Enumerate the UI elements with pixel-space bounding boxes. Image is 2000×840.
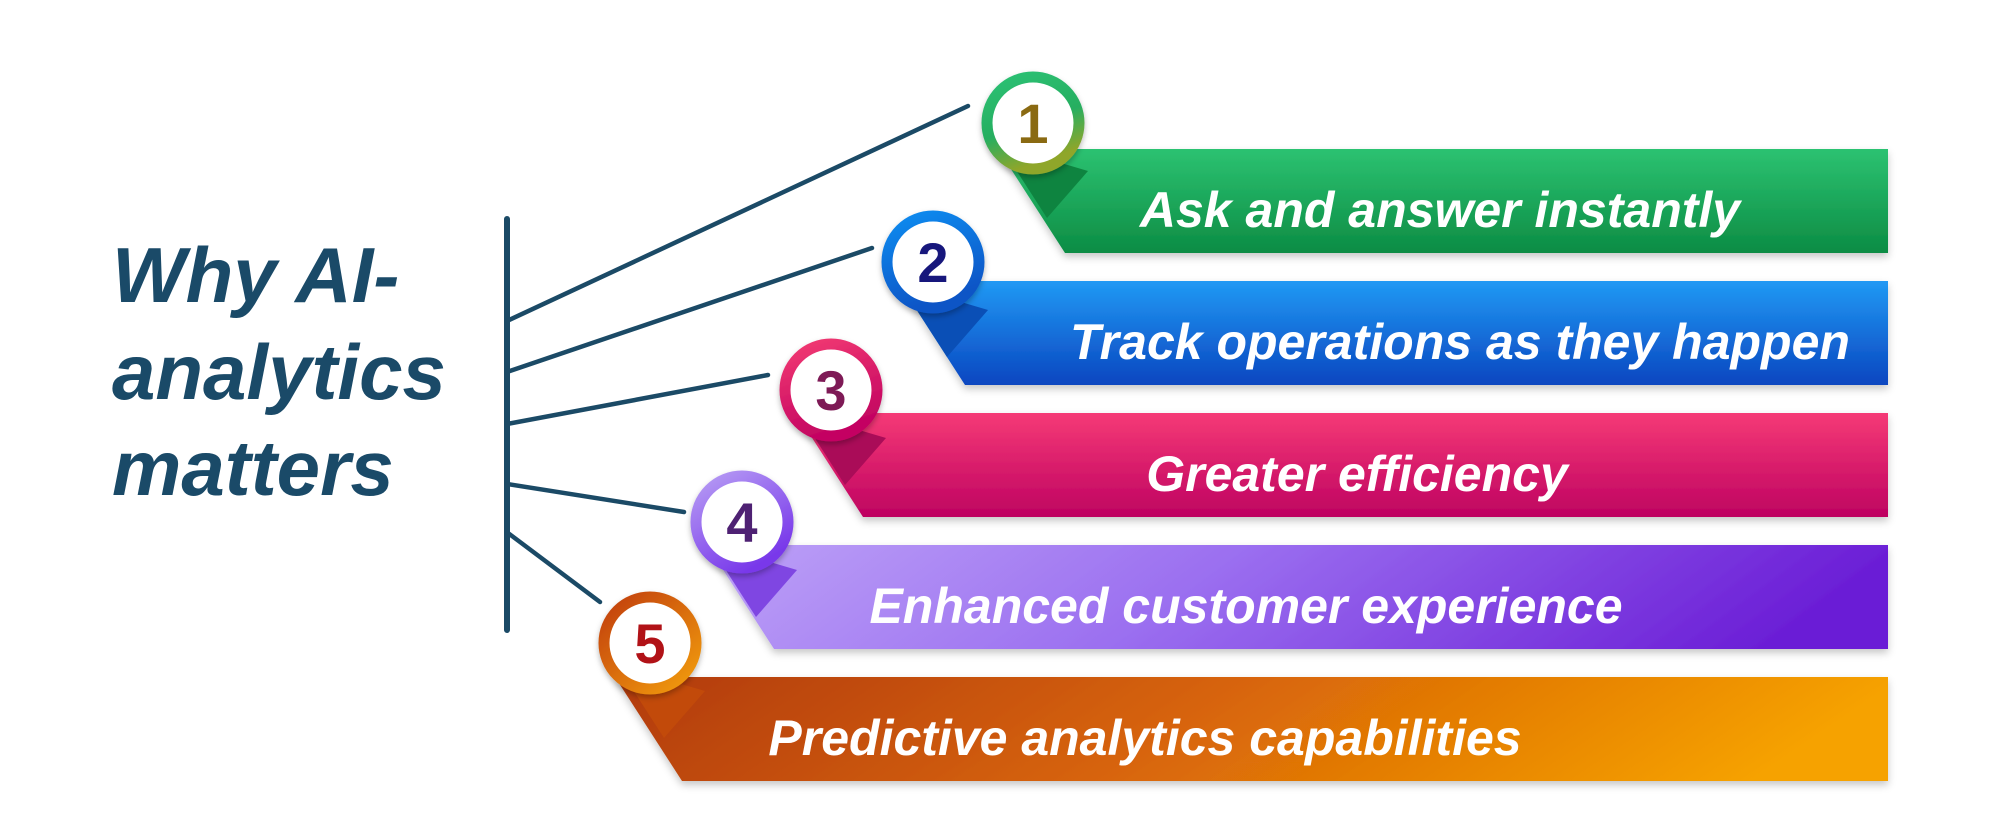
item-banner-4 bbox=[707, 545, 1888, 649]
item-row-1: 1 Ask and answer instantly bbox=[981, 71, 1888, 253]
pin-circle-1 bbox=[981, 71, 1085, 175]
item-row-2: 2 Track operations as they happen bbox=[881, 210, 1888, 385]
connector-lines bbox=[504, 103, 971, 633]
item-banner-2 bbox=[898, 281, 1888, 385]
item-banner-5 bbox=[615, 677, 1888, 781]
pin-number-4: 4 bbox=[726, 491, 757, 554]
item-row-3: 3 Greater efficiency bbox=[779, 338, 1888, 517]
pin-number-2: 2 bbox=[917, 231, 948, 294]
title-line-1: Why AI- bbox=[112, 231, 399, 319]
item-label-4: Enhanced customer experience bbox=[869, 578, 1622, 634]
item-banner-3 bbox=[796, 413, 1888, 517]
pin-circle-2 bbox=[881, 210, 985, 314]
item-row-4: 4 Enhanced customer experience bbox=[690, 470, 1888, 649]
item-row-5: 5 Predictive analytics capabilities bbox=[598, 591, 1888, 781]
item-banner-1 bbox=[998, 149, 1888, 253]
item-label-1: Ask and answer instantly bbox=[1138, 182, 1742, 238]
item-label-3: Greater efficiency bbox=[1146, 446, 1570, 502]
connector-line-3 bbox=[504, 372, 771, 427]
pin-number-3: 3 bbox=[815, 359, 846, 422]
item-label-5: Predictive analytics capabilities bbox=[768, 710, 1521, 766]
pin-circle-4 bbox=[690, 470, 794, 574]
pin-number-1: 1 bbox=[1017, 92, 1048, 155]
pin-circle-5 bbox=[598, 591, 702, 695]
title-line-3: matters bbox=[112, 424, 394, 512]
connector-line-2 bbox=[504, 245, 875, 375]
pin-number-5: 5 bbox=[634, 612, 665, 675]
page-title: Why AI- analytics matters bbox=[112, 231, 446, 512]
connector-line-4 bbox=[504, 481, 687, 515]
title-line-2: analytics bbox=[112, 328, 446, 416]
connector-line-1 bbox=[504, 103, 971, 324]
pin-circle-3 bbox=[779, 338, 883, 442]
connector-line-5 bbox=[505, 530, 603, 605]
item-label-2: Track operations as they happen bbox=[1070, 314, 1850, 370]
